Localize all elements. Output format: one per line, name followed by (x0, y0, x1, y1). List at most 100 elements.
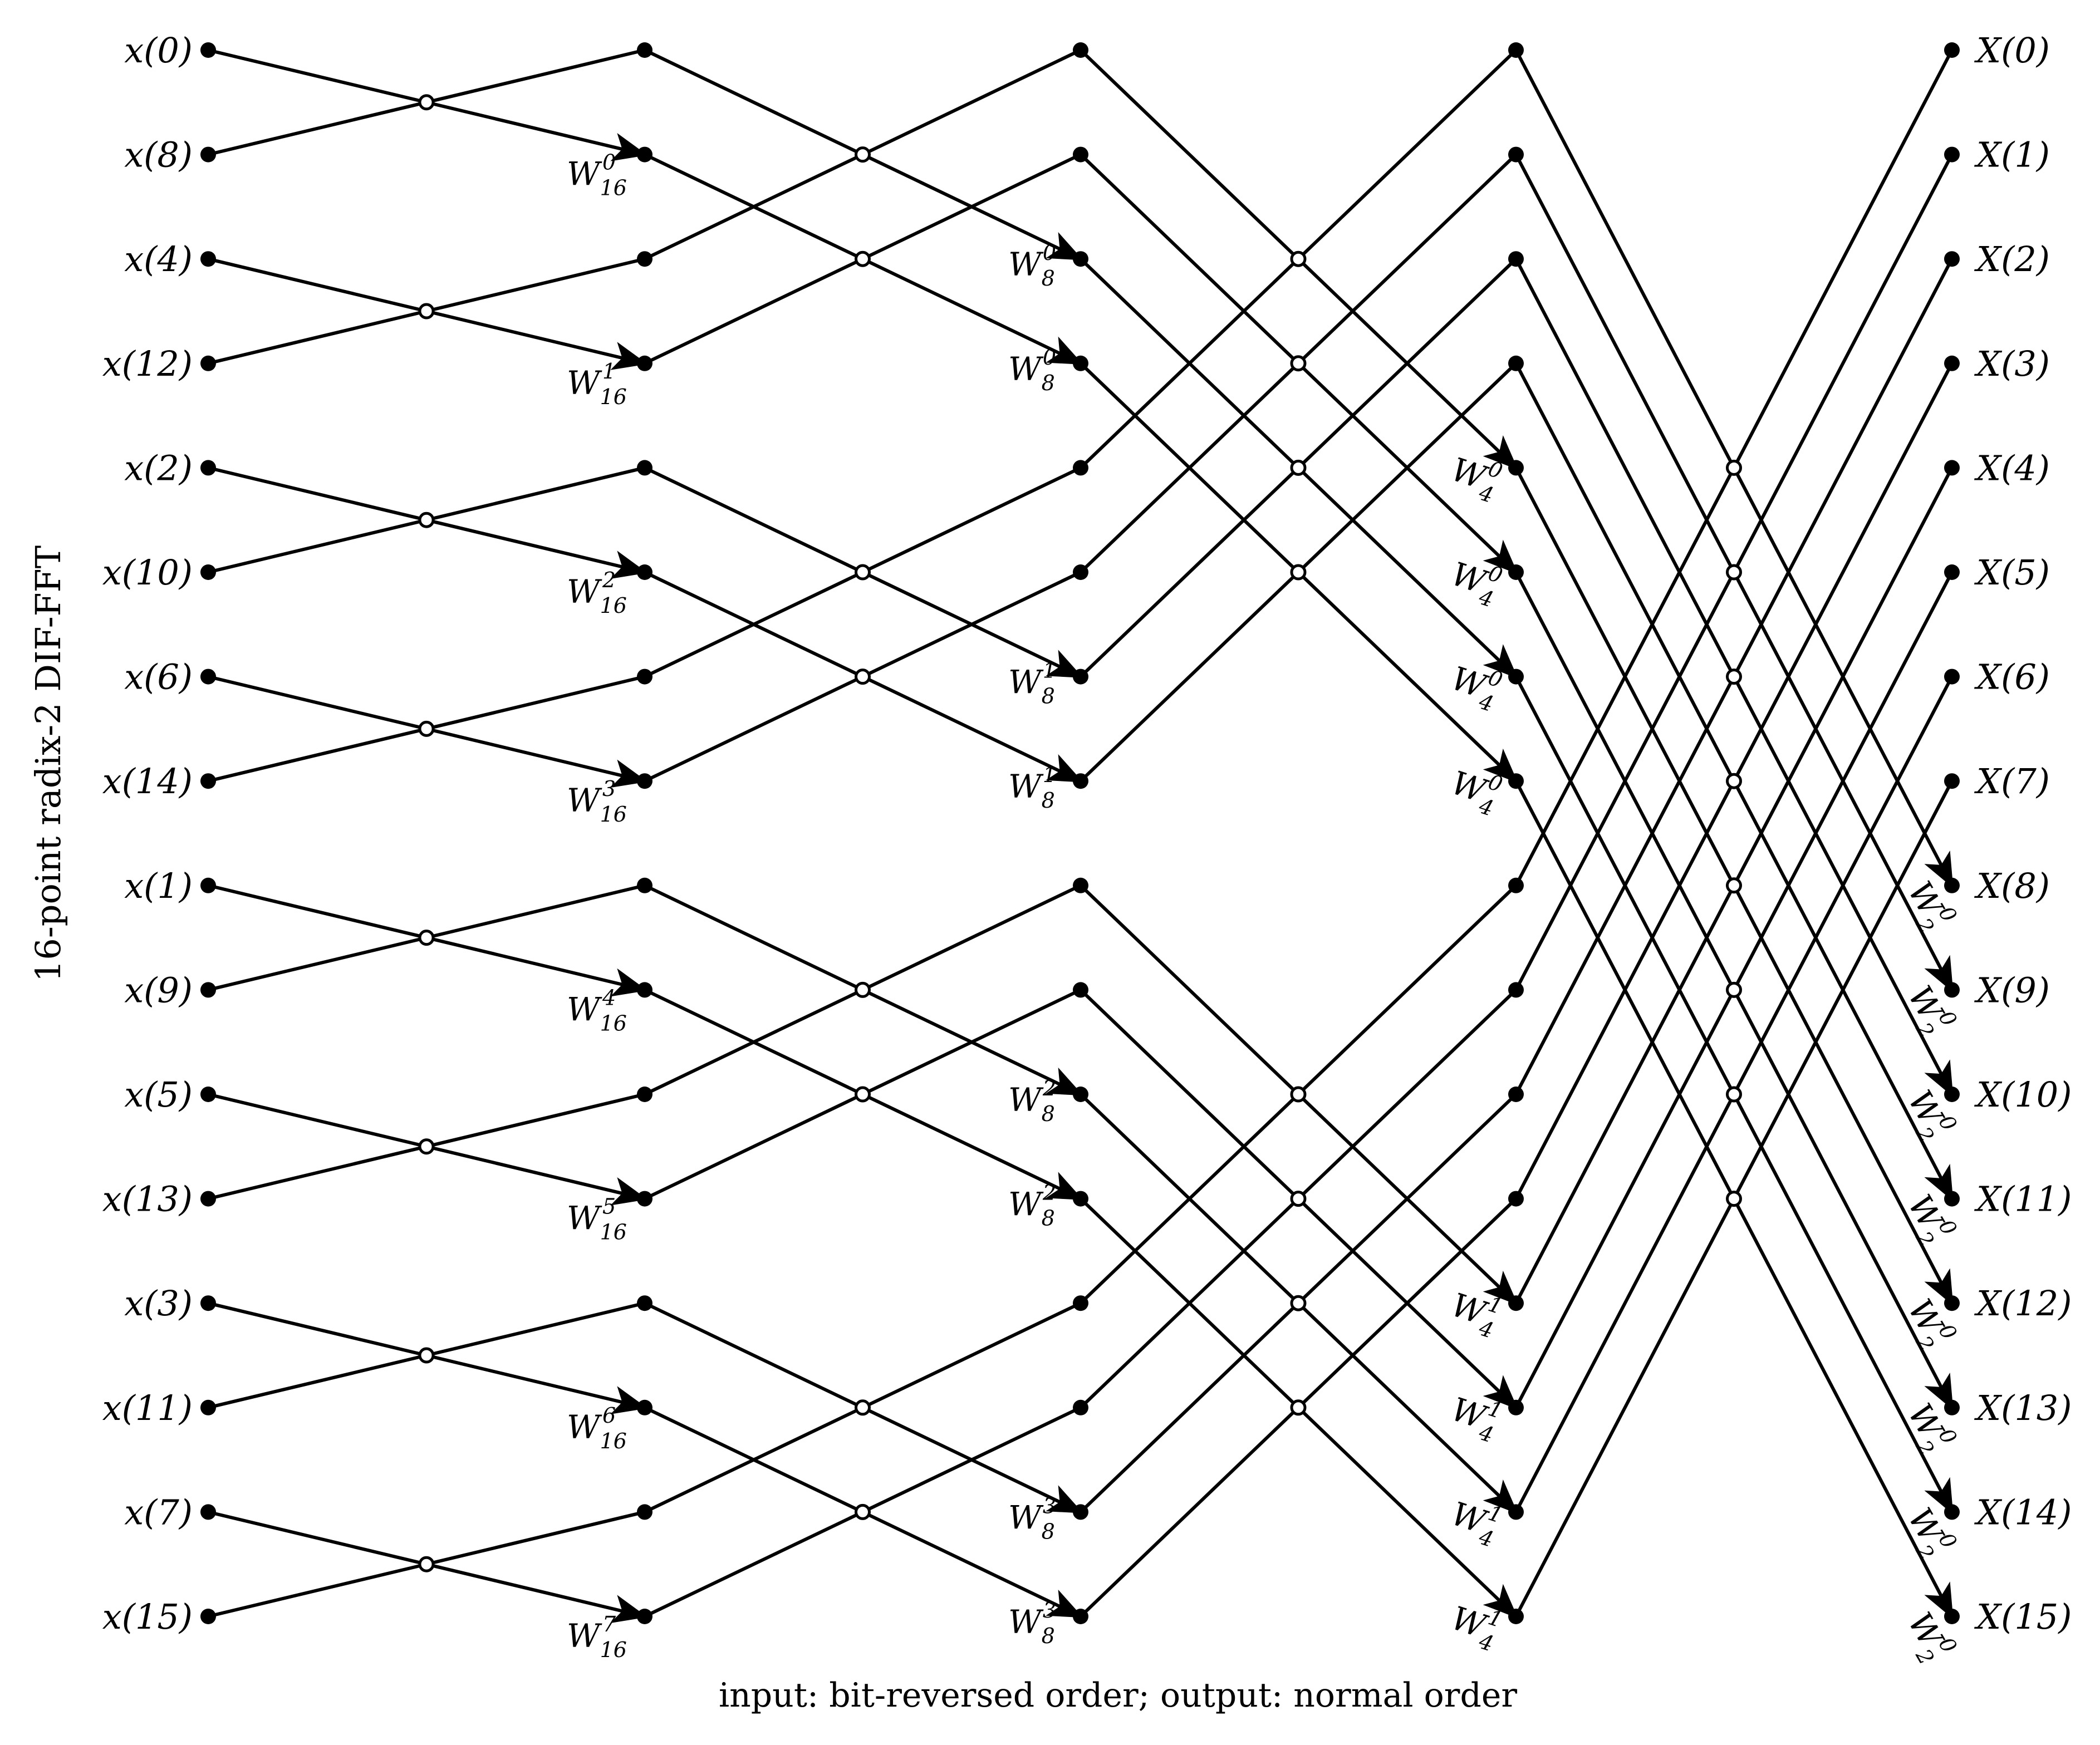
twiddle-exponent: 5 (602, 1195, 616, 1219)
signal-node (1508, 146, 1524, 163)
signal-node (1508, 1191, 1524, 1207)
butterfly-junction (1290, 564, 1307, 581)
input-label: x(14) (102, 761, 193, 802)
signal-node (1508, 1399, 1524, 1415)
butterfly-junction (855, 146, 871, 163)
signal-node (200, 1295, 216, 1311)
twiddle-base: W (1008, 768, 1044, 805)
input-label: x(6) (124, 657, 193, 697)
butterfly-junction (418, 930, 435, 946)
twiddle-exponent: 7 (602, 1612, 616, 1636)
input-label: x(7) (124, 1492, 193, 1532)
twiddle-exponent: 0 (602, 150, 616, 175)
twiddle-factor: W165 (567, 1195, 627, 1245)
twiddle-subscript: 16 (600, 385, 627, 409)
output-labels: X(0)X(1)X(2)X(3)X(4)X(5)X(6)X(7)X(8)X(9)… (1974, 30, 2072, 1637)
input-label: x(3) (124, 1283, 193, 1324)
butterfly-junction (855, 668, 871, 685)
signal-node (1508, 355, 1524, 371)
signal-node (1073, 982, 1088, 998)
signal-node (1073, 773, 1088, 789)
butterfly-junction (1290, 1086, 1307, 1103)
signal-node (1944, 564, 1960, 580)
signal-node (637, 1609, 652, 1624)
signal-node (637, 1504, 652, 1520)
signal-node (637, 564, 652, 580)
signal-node (637, 1087, 652, 1102)
svg-text:W80: W80 (1008, 345, 1056, 395)
twiddle-subscript: 8 (1042, 1624, 1055, 1648)
twiddle-subscript: 8 (1042, 788, 1055, 813)
signal-node (200, 982, 216, 998)
input-label: x(5) (124, 1074, 193, 1115)
twiddle-factor: W162 (567, 568, 627, 618)
twiddle-factor: W82 (1008, 1181, 1056, 1231)
input-label: x(11) (102, 1388, 193, 1428)
twiddle-exponent: 0 (1043, 345, 1056, 370)
twiddle-base: W (1008, 1186, 1044, 1223)
twiddle-exponent: 6 (602, 1403, 616, 1428)
input-label: x(2) (124, 448, 193, 488)
twiddle-subscript: 16 (600, 802, 627, 827)
signal-node (1073, 877, 1088, 893)
twiddle-factor: W163 (567, 776, 627, 827)
signal-node (637, 1191, 652, 1207)
signal-node (200, 1087, 216, 1102)
butterfly-junction (1290, 355, 1307, 372)
signal-node (1073, 1295, 1088, 1311)
signal-node (1073, 42, 1088, 58)
twiddle-base: W (567, 990, 602, 1028)
diagram-title: 16-point radix-2 DIF-FFT (28, 545, 68, 982)
output-label: X(11) (1974, 1179, 2072, 1220)
twiddle-factor: W81 (1008, 763, 1056, 813)
twiddle-factor: W40 (1445, 445, 1506, 508)
twiddle-base: W (1008, 245, 1044, 283)
butterfly-junction (855, 981, 871, 998)
input-label: x(8) (124, 135, 193, 175)
svg-text:W161: W161 (567, 359, 627, 409)
output-label: X(4) (1974, 448, 2050, 488)
twiddle-base: W (1008, 350, 1044, 388)
twiddle-factor: W40 (1447, 764, 1506, 821)
signal-node (1073, 146, 1088, 163)
output-label: X(9) (1974, 970, 2050, 1010)
svg-text:W81: W81 (1008, 763, 1056, 813)
butterfly-junction (1290, 250, 1307, 267)
twiddle-subscript: 16 (600, 593, 627, 618)
svg-text:W40: W40 (1445, 550, 1506, 612)
twiddle-exponent: 3 (1043, 1598, 1056, 1623)
butterfly-junction (418, 94, 435, 111)
signal-node (1944, 1191, 1960, 1207)
butterfly-junction (1290, 1399, 1307, 1416)
svg-text:W82: W82 (1008, 1076, 1056, 1126)
signal-node (200, 877, 216, 893)
butterfly-junctions (418, 94, 1742, 1572)
signal-node (1944, 1504, 1960, 1520)
twiddle-subscript: 8 (1042, 371, 1055, 395)
twiddle-exponent: 2 (602, 568, 616, 592)
signal-node (200, 460, 216, 476)
signal-node (1944, 460, 1960, 476)
twiddle-factor: W80 (1008, 240, 1056, 291)
signal-node (1073, 1609, 1088, 1624)
twiddle-subscript: 8 (1042, 684, 1055, 709)
input-label: x(4) (124, 239, 193, 279)
signal-node (200, 251, 216, 267)
signal-node (1073, 355, 1088, 371)
signal-node (637, 42, 652, 58)
svg-text:W41: W41 (1445, 1490, 1506, 1552)
twiddle-subscript: 8 (1042, 1102, 1055, 1126)
svg-text:W83: W83 (1008, 1598, 1056, 1648)
signal-node (637, 982, 652, 998)
twiddle-factor: W83 (1008, 1598, 1056, 1648)
twiddle-exponent: 3 (1043, 1493, 1056, 1518)
signal-node (1944, 877, 1960, 893)
output-label: X(10) (1974, 1074, 2072, 1115)
output-label: X(1) (1974, 135, 2050, 175)
signal-node (1944, 773, 1960, 789)
signal-node (1508, 877, 1524, 893)
input-label: x(10) (102, 552, 193, 593)
svg-text:W41: W41 (1445, 1594, 1506, 1656)
output-label: X(14) (1974, 1492, 2072, 1532)
svg-text:W40: W40 (1445, 445, 1506, 508)
